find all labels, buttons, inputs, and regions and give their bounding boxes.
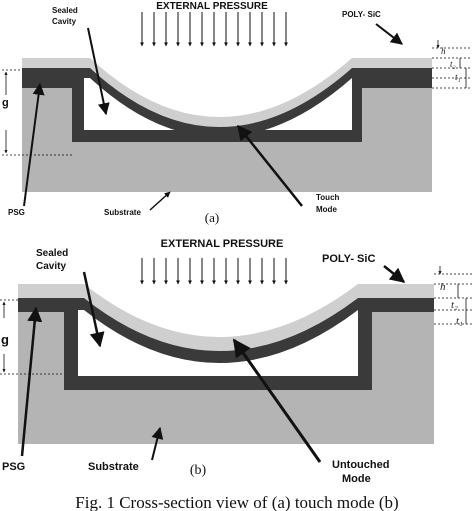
- poly-sic-diaphragm-b: [18, 284, 434, 351]
- psg-arrow-a: [23, 82, 45, 207]
- substrate-a: [22, 88, 432, 192]
- pressure-arrows-b: [140, 258, 288, 285]
- thickness-dimensions-a: [432, 40, 472, 89]
- t2-label-a: t₂: [450, 59, 456, 69]
- gap-dimension-a: [2, 69, 72, 156]
- external-pressure-label-a: EXTERNAL PRESSURE: [156, 1, 268, 12]
- panel-b: EXTERNAL PRESSURE POLY- SiC Sealed Cavit…: [0, 238, 472, 485]
- substrate-arrow-a: [149, 191, 171, 211]
- dark-diaphragm-b: [18, 298, 434, 363]
- psg-arrow-b: [20, 306, 43, 457]
- sealed-cavity-label-b: Sealed Cavity: [36, 248, 71, 272]
- figure-caption: Fig. 1 Cross-section view of (a) touch m…: [75, 493, 398, 511]
- poly-sic-arrow-a: [375, 23, 403, 45]
- panel-a: EXTERNAL PRESSURE POLY- SiC Sealed Cavit…: [2, 1, 472, 225]
- t1-label-a: t₁: [455, 72, 461, 82]
- thickness-dimensions-b: [434, 266, 472, 325]
- dark-diaphragm-a: [22, 68, 432, 137]
- mode-label-a: Touch Mode: [316, 193, 342, 214]
- substrate-label-a: Substrate: [104, 208, 141, 217]
- external-pressure-label-b: EXTERNAL PRESSURE: [161, 238, 284, 250]
- mode-label-b: Untouched Mode: [332, 459, 393, 485]
- psg-label-b: PSG: [2, 461, 25, 473]
- h-label-b: h: [440, 281, 446, 293]
- mode-arrow-b: [232, 338, 322, 463]
- pressure-arrows-a: [140, 12, 288, 47]
- h-label-a: h: [441, 46, 446, 56]
- poly-sic-label-b: POLY- SiC: [322, 253, 375, 265]
- sealed-cavity-arrow-b: [82, 271, 105, 348]
- t1-label-b: t₁: [456, 315, 463, 327]
- sealed-cavity-label-a-text: Sealed Cavity: [52, 6, 80, 26]
- sub-label-b: (b): [190, 463, 207, 478]
- sub-label-a: (a): [205, 210, 219, 225]
- substrate-arrow-b: [151, 426, 164, 461]
- substrate-b: [18, 312, 434, 444]
- gap-dimension-b: [0, 299, 64, 375]
- sealed-cavity-arrow-a: [87, 27, 110, 116]
- mode-arrow-a: [237, 124, 303, 207]
- gap-label-b: g: [1, 332, 9, 347]
- poly-sic-diaphragm-a: [22, 58, 432, 127]
- substrate-label-b: Substrate: [88, 461, 139, 473]
- poly-sic-label-a: POLY- SiC: [342, 10, 381, 19]
- gap-label-a: g: [2, 97, 9, 109]
- poly-sic-arrow-b: [383, 265, 406, 283]
- psg-layer-a: [22, 76, 432, 142]
- t2-label-b: t₂: [451, 299, 458, 311]
- psg-label-a: PSG: [8, 208, 25, 217]
